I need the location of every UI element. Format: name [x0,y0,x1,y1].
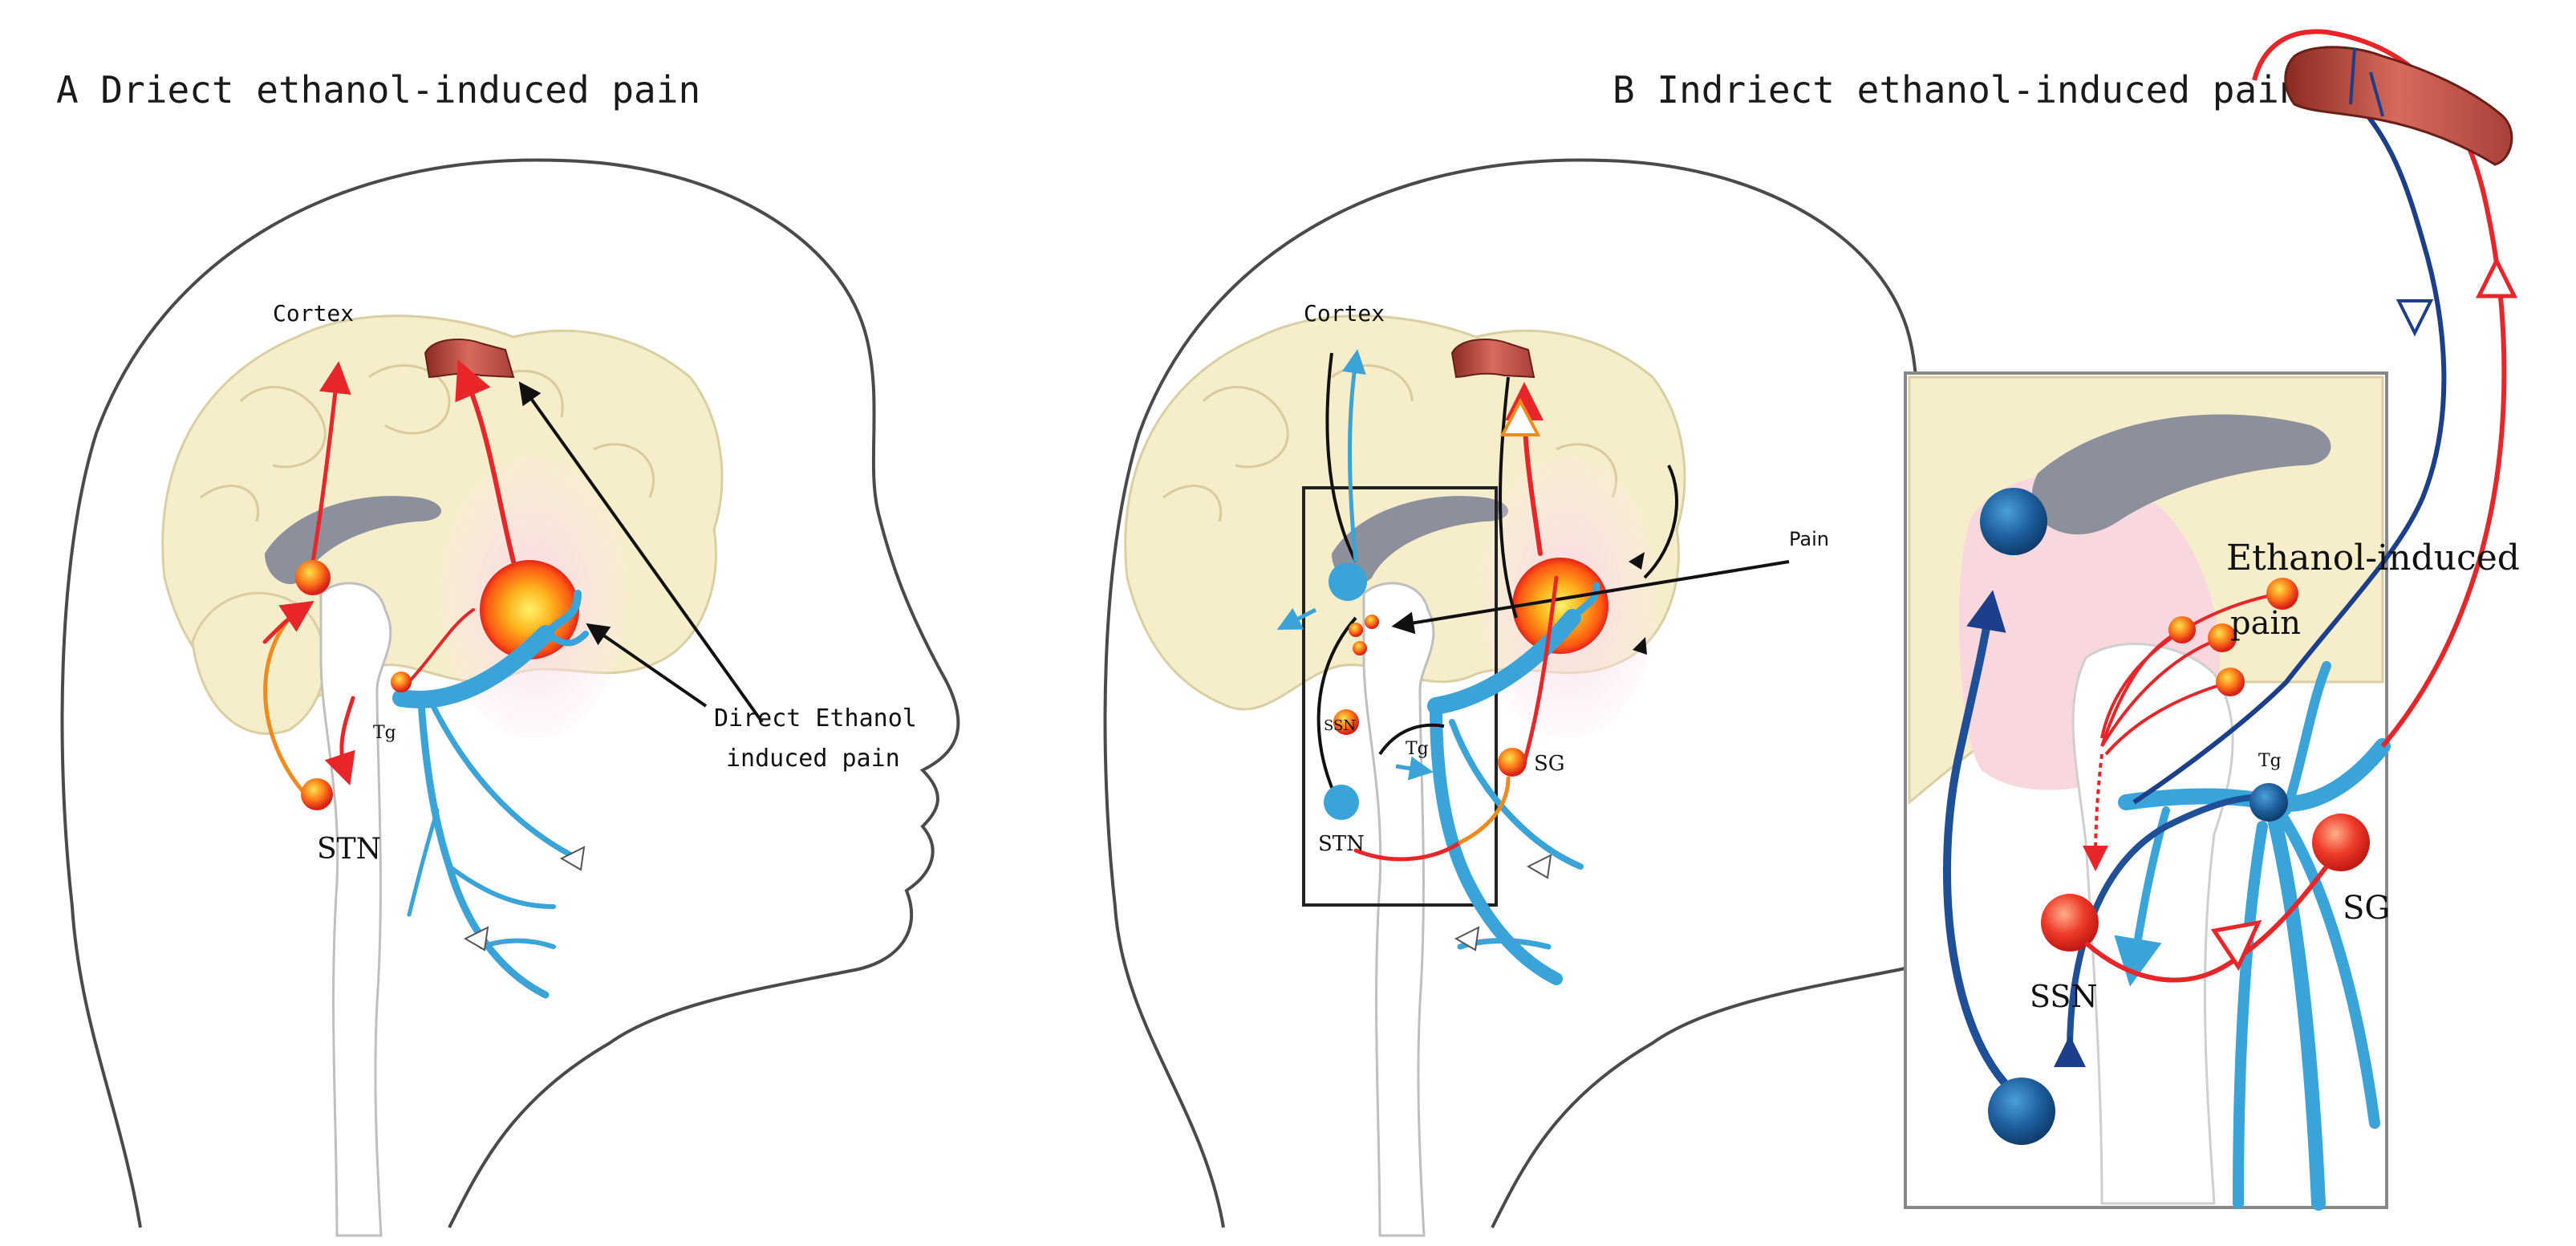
nucleus-icon-inset-tg [2249,783,2288,822]
blood-vessel-icon [424,339,515,379]
nucleus-icon-inset-sg [2312,814,2370,871]
nerve-arrowhead-b1 [1526,854,1552,879]
nucleus-icon-b1 [1329,562,1367,601]
blood-vessel-icon [1450,339,1535,379]
pain-focus-b [1512,558,1608,654]
inset-stem [2071,643,2234,1205]
label-cortex-b: Cortex [1304,300,1385,327]
nerve-arrowhead-a2 [463,926,489,952]
panel-a: Cortex Tg STN Direct Ethanol induced pai… [60,158,960,1237]
long-red-pathway [2252,29,2507,748]
pain-focus-a [480,560,579,660]
brainstem-a [319,582,392,1237]
open-arrowhead-b [1499,397,1541,436]
ventricle-b [1332,496,1508,585]
label-ssn-b: SSN [1324,717,1356,734]
nucleus-icon-a3 [391,672,412,692]
head-outline-a [60,158,960,1228]
long-navy-pathway [2132,94,2447,805]
nucleus-icon-inset2 [2208,623,2237,652]
label-cortex-a: Cortex [273,300,354,327]
label-stn-b: STN [1318,832,1365,856]
blue-arrow-b2 [1276,607,1317,630]
nucleus-icon-b3 [1333,709,1359,735]
nerve-arrowhead-b2 [1454,926,1480,952]
open-arrowhead-inset [2210,919,2262,972]
nucleus-icon-b6 [1353,641,1367,655]
inset-ssn-sg-path [2083,865,2329,983]
inset-trigeminal-nerve [2114,661,2391,1211]
open-arrowhead-red-up [2475,256,2518,298]
label-sg-inset: SG [2343,890,2390,927]
inset-ventricle [2031,414,2331,535]
label-sg-b: SG [1534,752,1565,776]
inset-blue-arcs [1943,590,2274,1103]
label-tg-b: Tg [1406,739,1429,759]
panel-b-inset: Ethanol-induced pain Tg SSN SG [1904,29,2520,1211]
nucleus-icon-inset4 [2216,668,2245,696]
nucleus-icon-inset-blue1 [1980,488,2047,555]
nucleus-icon-b5 [1365,615,1379,629]
panel-a-title: A Driect ethanol-induced pain [56,68,700,112]
label-pain-b: Pain [1789,528,1829,550]
inset-red-fan [2083,592,2279,871]
label-ssn-inset: SSN [2030,979,2098,1014]
cerebellum-a [191,591,327,735]
nucleus-icon-inset-blue2 [1988,1078,2055,1145]
label-stn-a: STN [317,833,381,866]
trigeminal-nerve-b [1427,582,1600,985]
inset-highlight-box [1302,486,1498,907]
arrowhead-icon [1633,637,1647,655]
nucleus-icon-b4 [1349,623,1363,637]
vessel-innervation [2349,47,2384,117]
nucleus-icon-a1 [295,560,331,595]
pointer-arrows-a [518,381,764,724]
cortex-arrow-b [1342,349,1366,562]
label-ethanol-line1: Ethanol-induced [2226,538,2520,578]
arrowhead-icon [1629,552,1645,570]
nucleus-icon-b2 [1324,785,1359,820]
nucleus-icon-inset3 [2168,616,2196,643]
blood-vessel-icon [2284,46,2513,166]
open-arrowhead-navy [2395,299,2434,337]
nerve-arrowhead-a1 [559,846,586,871]
nucleus-icon-inset-ssn [2041,894,2099,952]
label-tg-inset: Tg [2258,751,2282,771]
label-tg-a: Tg [373,723,396,743]
blue-arrow-b3 [1395,756,1434,781]
panel-b-title: B Indriect ethanol-induced pain [1613,68,2302,112]
nucleus-icon-inset1 [2266,578,2298,610]
trigeminal-nerve-a [392,590,589,999]
nucleus-icon-a2 [301,778,333,810]
label-direct-line1: Direct Ethanol [714,704,917,733]
brainstem-b [1362,582,1435,1237]
red-pathways-a [262,359,516,805]
label-direct-line2: induced pain [726,745,900,773]
nucleus-icon-b7 [1498,748,1527,777]
panel-b-head: Cortex Pain SSN Tg STN SG [1103,158,2003,1237]
brain-gyri-a [200,364,655,522]
label-ethanol-line2: pain [2230,605,2301,642]
